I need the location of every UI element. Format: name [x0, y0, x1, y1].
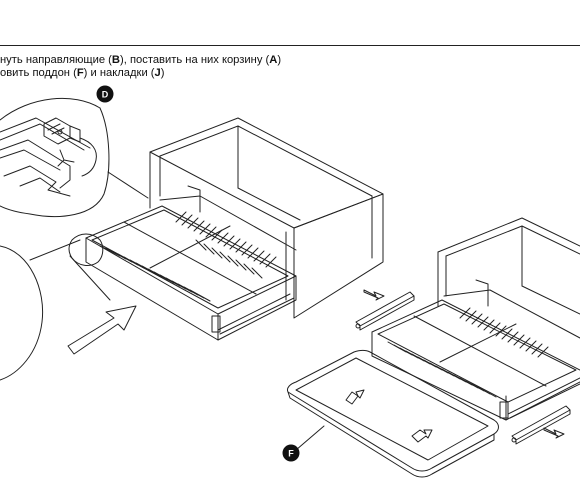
header-rule — [0, 45, 580, 46]
basket-right — [371, 279, 580, 421]
cabinet-left — [149, 117, 384, 319]
rail-left-piece — [355, 291, 415, 331]
callout-d-label: D — [102, 90, 109, 100]
instruction-line-2: овить поддон (F) и накладки (J) — [0, 67, 165, 80]
instruction-text: ) — [160, 67, 165, 79]
leader-line — [295, 425, 325, 451]
callout-d: D — [96, 85, 114, 103]
instruction-line-1: нуть направляющие (B), поставить на них … — [0, 54, 281, 67]
arrow-small — [543, 427, 565, 439]
part-code-f: F — [76, 67, 84, 79]
leader-line — [69, 255, 111, 301]
instruction-text: ) — [277, 54, 282, 66]
detail-circle-large — [0, 245, 44, 381]
instruction-text: овить поддон ( — [0, 67, 77, 79]
part-code-b: B — [111, 54, 121, 66]
part-code-a: A — [269, 54, 278, 66]
instruction-text: ) и накладки ( — [83, 67, 155, 79]
part-code-j: J — [154, 67, 161, 79]
basket-left — [85, 185, 297, 341]
callout-f-label: F — [288, 449, 294, 459]
callout-f: F — [282, 444, 300, 462]
rail-right-piece — [511, 405, 571, 445]
detail-d-bubble — [0, 97, 110, 217]
tray-f — [287, 350, 499, 478]
insert-arrow — [67, 305, 137, 355]
arrow-small — [363, 289, 385, 301]
instruction-text: ), поставить на них корзину ( — [120, 54, 270, 66]
instruction-text: нуть направляющие ( — [0, 54, 112, 66]
cabinet-right — [437, 217, 580, 315]
